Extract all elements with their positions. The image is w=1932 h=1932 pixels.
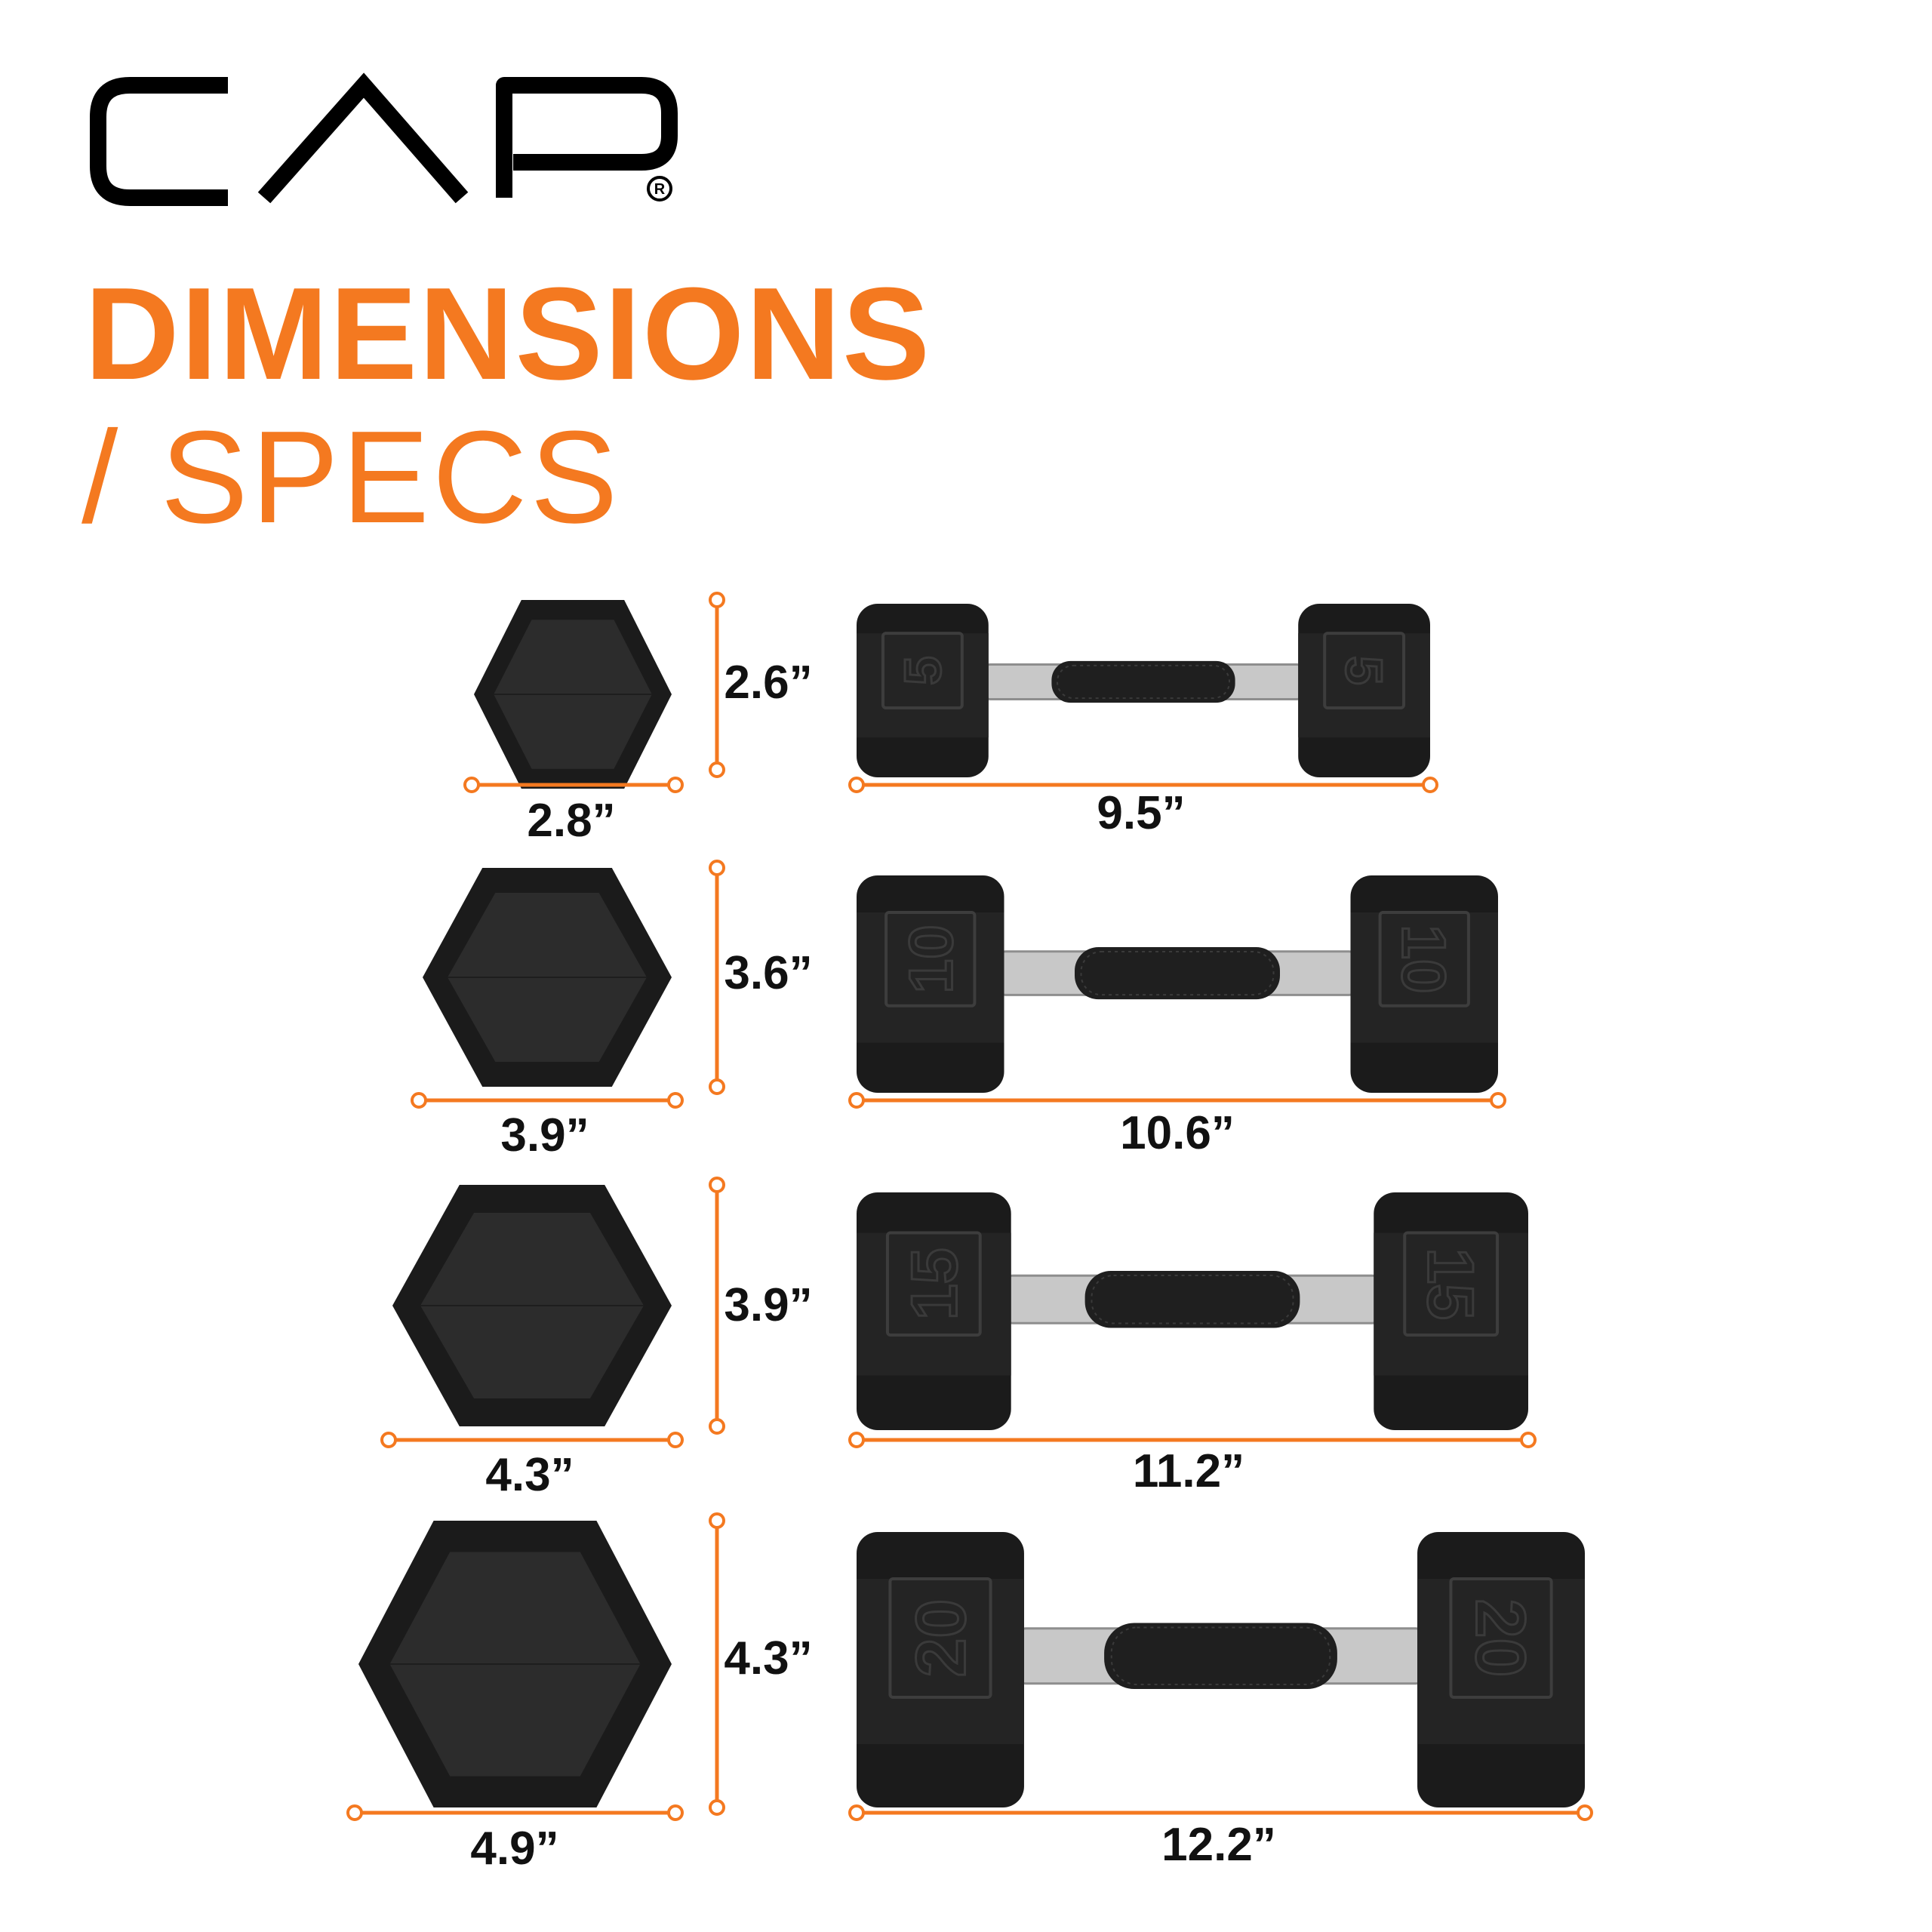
end-height-label: 2.6” xyxy=(724,657,812,709)
end-width-label: 4.3” xyxy=(485,1449,574,1501)
end-width-dimension xyxy=(380,1432,684,1448)
dimension-endpoint xyxy=(848,1804,865,1821)
hex-end-band xyxy=(1350,912,1498,1043)
dimension-endpoint xyxy=(411,1092,427,1109)
handle-knurl xyxy=(1057,664,1230,700)
end-width-dimension xyxy=(411,1092,684,1109)
end-width-label: 3.9” xyxy=(500,1109,589,1161)
dimension-endpoint xyxy=(667,777,684,793)
dimension-endpoint xyxy=(1490,1092,1506,1109)
dimension-endpoint xyxy=(709,860,725,876)
end-height-label: 4.3” xyxy=(724,1632,812,1684)
length-dimension xyxy=(848,1804,1593,1821)
hex-end-band xyxy=(857,633,989,738)
hex-end-band xyxy=(1374,1232,1528,1376)
length-dimension xyxy=(848,777,1438,793)
weight-plate-frame xyxy=(1323,632,1406,709)
length-dimension xyxy=(848,1432,1537,1448)
hex-end-band xyxy=(1298,633,1430,738)
end-width-label: 2.8” xyxy=(527,795,615,847)
dimension-endpoint xyxy=(709,1418,725,1435)
knurled-handle xyxy=(1104,1623,1337,1690)
dimension-endpoint xyxy=(667,1432,684,1448)
dimension-endpoint xyxy=(709,1078,725,1095)
end-height-label: 3.6” xyxy=(724,947,812,999)
dimension-endpoint xyxy=(346,1804,363,1821)
hex-end-icon xyxy=(392,1185,672,1426)
weight-mark: 15 xyxy=(1414,1247,1487,1320)
length-label: 11.2” xyxy=(1133,1445,1244,1497)
dimension-endpoint xyxy=(463,777,480,793)
weight-plate-frame xyxy=(881,632,964,709)
weight-mark: 5 xyxy=(894,656,952,685)
dimension-endpoint xyxy=(1520,1432,1537,1448)
dimension-endpoint xyxy=(1577,1804,1593,1821)
page-title: DIMENSIONS xyxy=(85,260,932,407)
weight-plate-frame xyxy=(885,1231,982,1337)
dimension-endpoint xyxy=(848,777,865,793)
end-height-dimension xyxy=(709,1177,725,1435)
weight-mark: 5 xyxy=(1334,656,1392,685)
dimension-endpoint xyxy=(1422,777,1438,793)
dimension-endpoint xyxy=(667,1092,684,1109)
hex-end-band xyxy=(857,1232,1011,1376)
dimension-endpoint xyxy=(709,1512,725,1529)
hex-end-band xyxy=(857,1579,1024,1745)
length-label: 10.6” xyxy=(1120,1107,1235,1159)
weight-plate-frame xyxy=(1403,1231,1500,1337)
end-width-dimension xyxy=(346,1804,684,1821)
knurled-handle xyxy=(1084,1270,1300,1328)
weight-mark: 10 xyxy=(897,924,965,993)
end-width-dimension xyxy=(463,777,684,793)
cap-logo: R xyxy=(90,72,678,206)
length-dimension xyxy=(848,1092,1506,1109)
length-label: 12.2” xyxy=(1161,1819,1276,1871)
svg-text:R: R xyxy=(654,181,666,198)
dimension-endpoint xyxy=(709,1177,725,1193)
weight-plate-frame xyxy=(884,910,977,1008)
weight-plate-frame xyxy=(1378,910,1470,1008)
hex-end-band xyxy=(1417,1579,1585,1745)
weight-plate-frame xyxy=(888,1577,992,1700)
weight-mark: 20 xyxy=(902,1599,980,1678)
hex-end-icon xyxy=(423,868,672,1087)
hex-end-icon xyxy=(474,600,672,789)
end-height-label: 3.9” xyxy=(724,1279,812,1331)
dimension-endpoint xyxy=(667,1804,684,1821)
dimension-endpoint xyxy=(709,761,725,778)
end-height-dimension xyxy=(709,1512,725,1816)
dimension-endpoint xyxy=(709,1799,725,1816)
weight-mark: 15 xyxy=(898,1247,971,1320)
page-subtitle: / SPECS xyxy=(82,403,621,550)
weight-plate-frame xyxy=(1449,1577,1553,1700)
knurled-handle xyxy=(1051,660,1235,703)
dimension-endpoint xyxy=(709,592,725,608)
dumbbell-icon: 10 10 xyxy=(857,875,1498,1093)
knurled-handle xyxy=(1075,947,1280,1000)
dimension-endpoint xyxy=(848,1432,865,1448)
dimension-endpoint xyxy=(848,1092,865,1109)
weight-mark: 10 xyxy=(1389,924,1458,993)
length-label: 9.5” xyxy=(1097,787,1185,839)
handle-knurl xyxy=(1080,951,1275,996)
hex-end-band xyxy=(857,912,1004,1043)
end-height-dimension xyxy=(709,860,725,1095)
weight-mark: 20 xyxy=(1461,1599,1540,1678)
dimension-endpoint xyxy=(380,1432,397,1448)
hex-end-icon xyxy=(358,1521,672,1807)
end-height-dimension xyxy=(709,592,725,778)
handle-knurl xyxy=(1110,1626,1331,1686)
end-width-label: 4.9” xyxy=(470,1823,558,1875)
